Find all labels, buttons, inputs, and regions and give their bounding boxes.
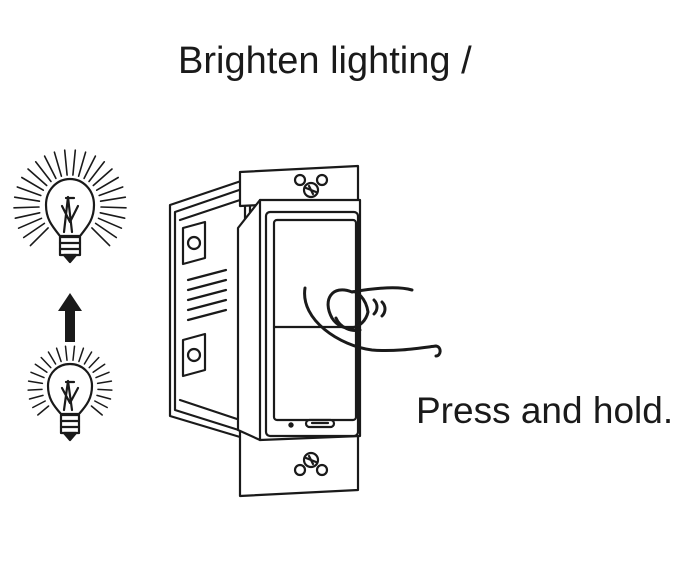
instruction-caption: Press and hold. xyxy=(416,390,674,431)
light-ray xyxy=(40,356,52,369)
light-ray xyxy=(97,388,113,391)
light-ray xyxy=(30,371,45,379)
light-ray xyxy=(92,363,106,373)
light-ray xyxy=(63,149,68,176)
bright-bulb-icon xyxy=(13,149,127,264)
light-ray xyxy=(83,351,93,365)
light-ray xyxy=(98,186,124,197)
dim-bulb-icon xyxy=(27,345,113,442)
up-arrow-icon xyxy=(58,293,82,342)
light-ray xyxy=(92,168,113,187)
light-ray xyxy=(27,380,44,385)
light-ray xyxy=(34,363,48,373)
light-ray xyxy=(17,217,43,229)
light-ray xyxy=(83,155,97,180)
light-ray xyxy=(37,405,50,416)
light-ray xyxy=(91,227,111,247)
light-ray xyxy=(78,347,85,363)
light-ray xyxy=(14,212,41,219)
light-ray xyxy=(13,196,41,202)
light-ray xyxy=(88,161,106,183)
light-ray xyxy=(100,206,127,209)
light-ray xyxy=(77,151,87,177)
light-ray xyxy=(72,149,77,176)
light-ray xyxy=(72,345,76,361)
light-ray xyxy=(88,356,100,369)
light-ray xyxy=(27,388,43,391)
smart-switch-illustration xyxy=(168,164,362,498)
light-ray xyxy=(95,176,119,191)
light-ray xyxy=(32,400,46,409)
light-ray xyxy=(94,400,108,409)
light-ray xyxy=(43,155,57,180)
light-ray xyxy=(99,212,126,219)
light-ray xyxy=(97,217,123,229)
pressing-finger-icon xyxy=(303,286,442,358)
light-ray xyxy=(64,345,68,361)
light-ray xyxy=(34,161,52,183)
light-ray xyxy=(47,351,57,365)
light-ray xyxy=(16,186,42,197)
light-ray xyxy=(22,222,46,239)
light-ray xyxy=(20,176,45,191)
light-ray xyxy=(13,206,40,209)
light-ray xyxy=(95,371,110,379)
light-ray xyxy=(99,196,127,202)
diagram-title: Brighten lighting / xyxy=(178,40,472,82)
light-ray xyxy=(28,394,44,400)
light-ray xyxy=(29,227,49,247)
light-ray xyxy=(55,347,62,363)
light-ray xyxy=(96,380,113,385)
light-ray xyxy=(94,222,118,239)
light-ray xyxy=(53,151,63,177)
light-ray xyxy=(27,168,48,187)
light-ray xyxy=(90,405,103,416)
light-ray xyxy=(96,394,112,400)
